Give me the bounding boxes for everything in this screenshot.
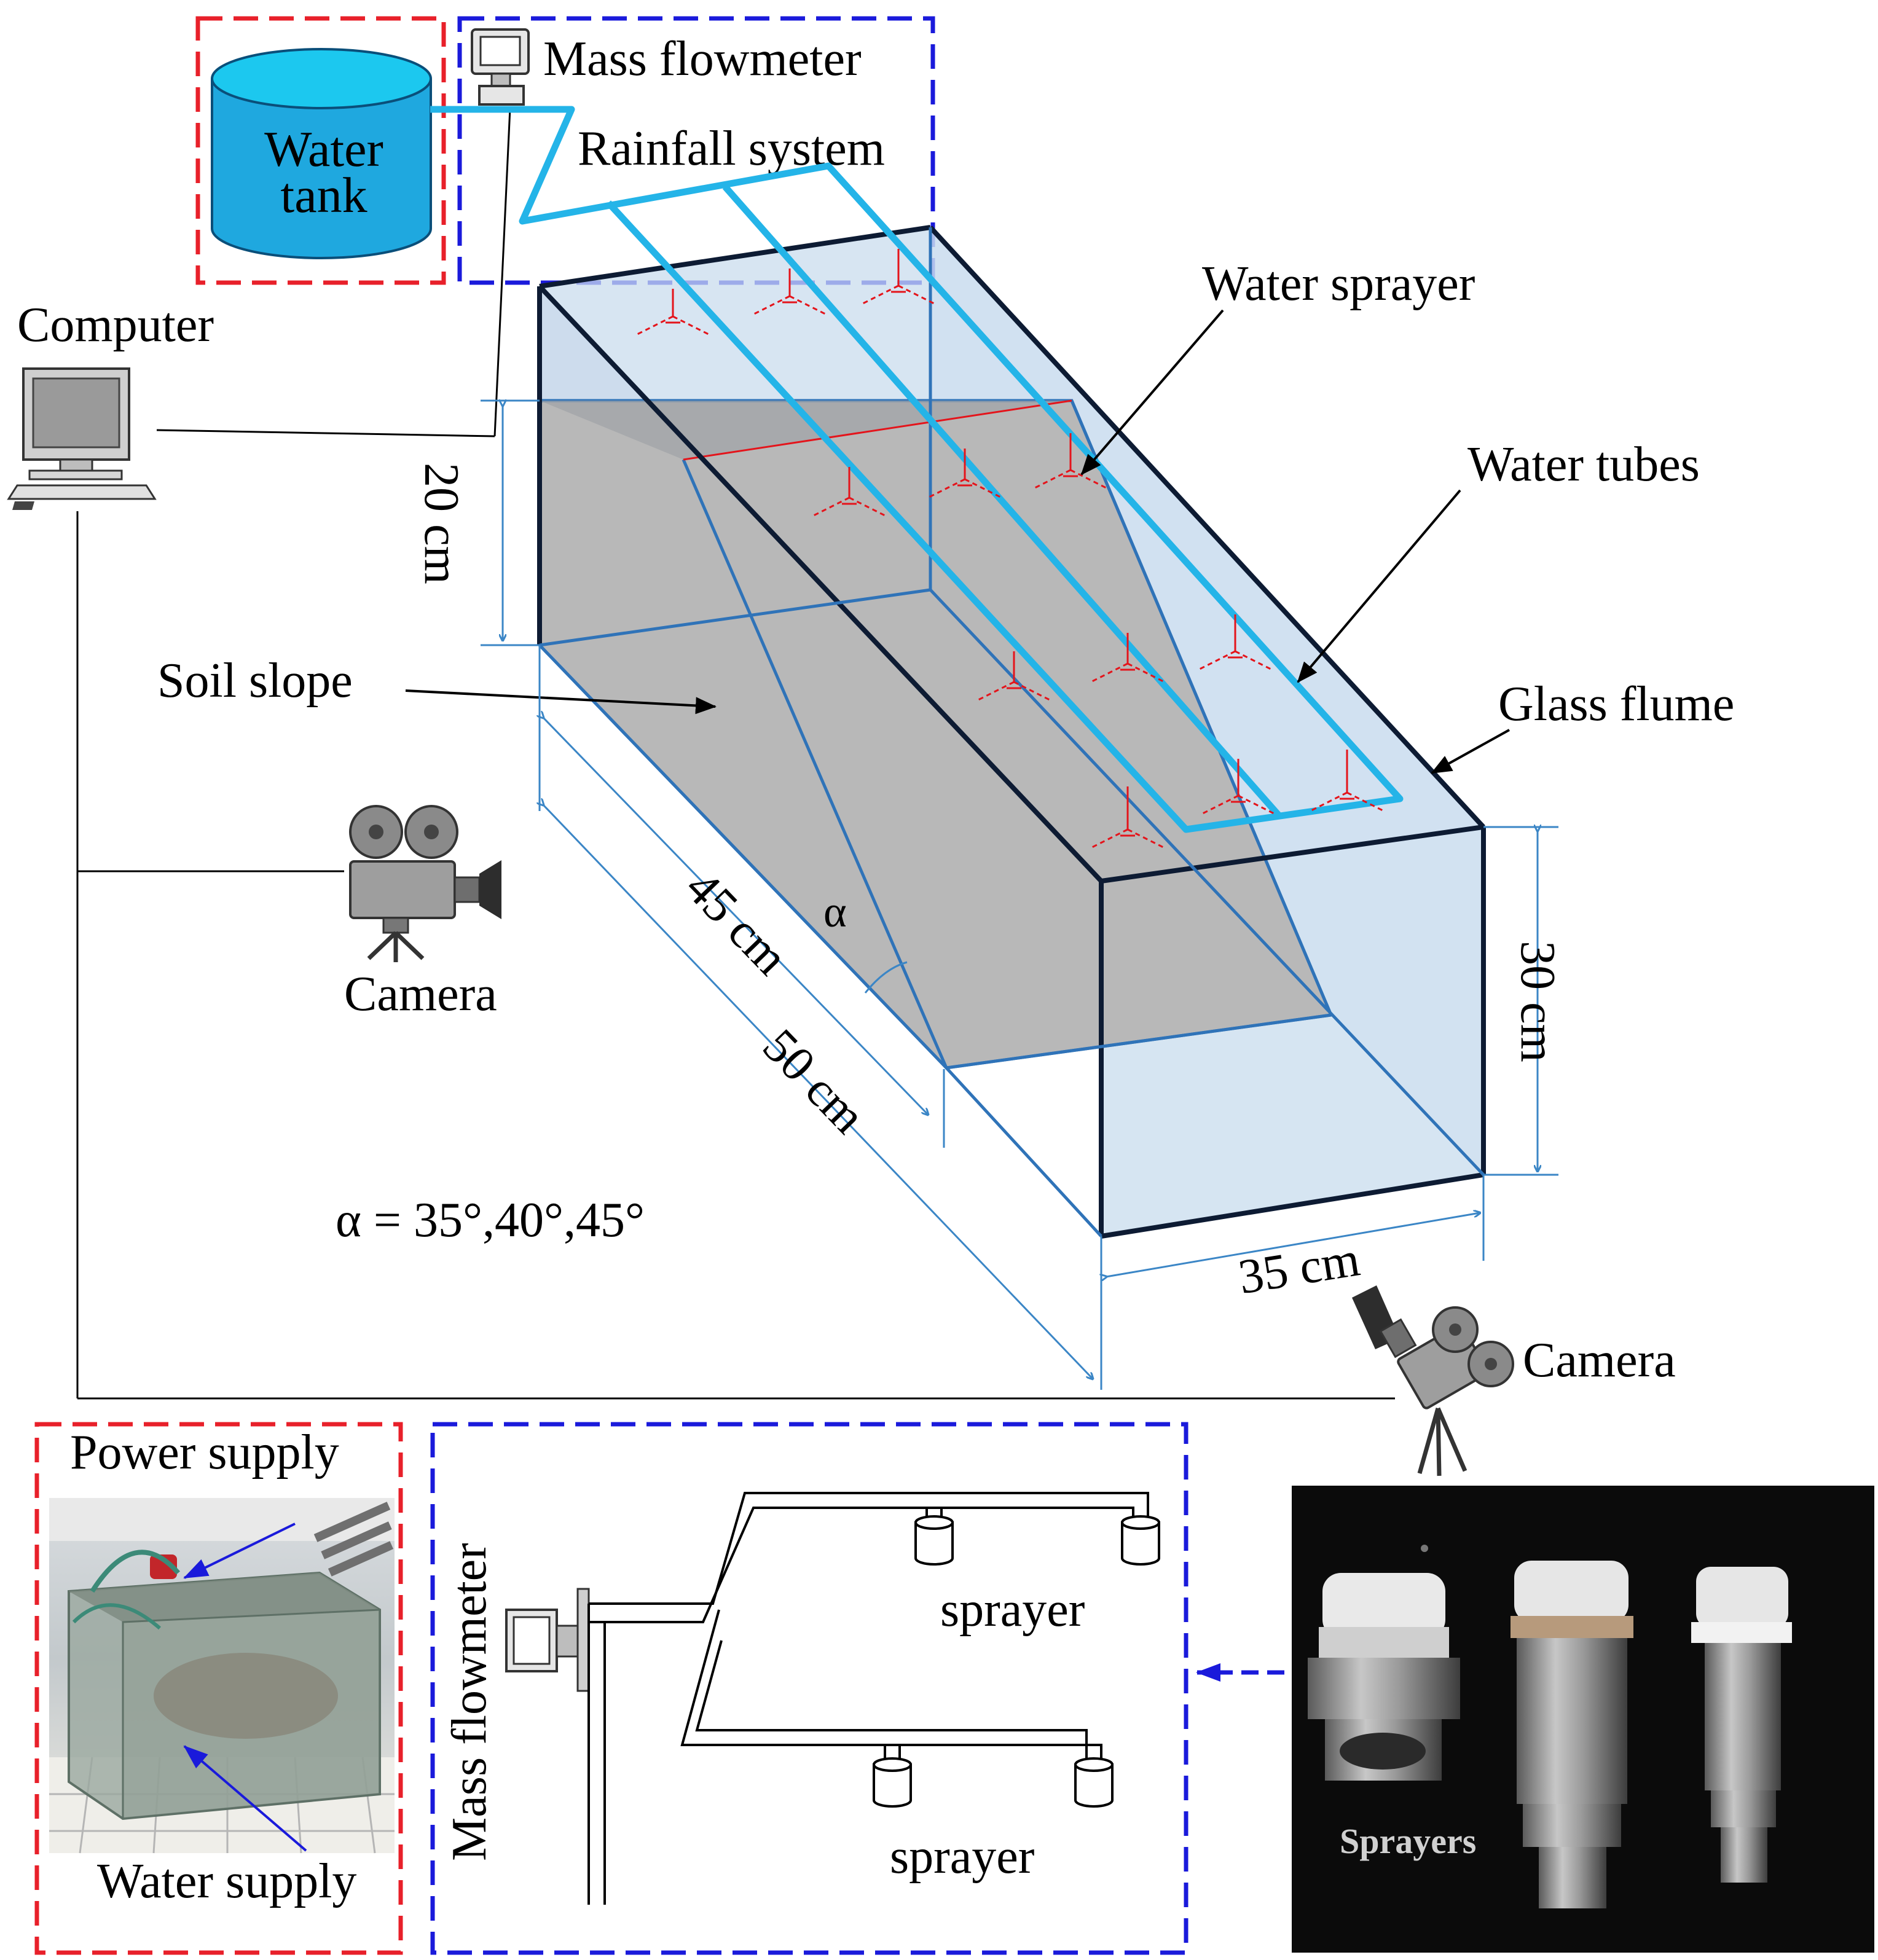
sprayer-photo-item-1 — [1308, 1573, 1460, 1781]
nozzle — [1074, 1763, 1114, 1808]
sprayer-marker — [635, 289, 710, 336]
schematic-pipes — [587, 1492, 1149, 1905]
dim-20cm-label: 20 cm — [414, 463, 468, 584]
soil-slope-label: Soil slope — [157, 654, 353, 708]
sprayer-marker — [1090, 633, 1165, 683]
rainfall-system-label: Rainfall system — [578, 122, 885, 176]
sprayer-marker — [861, 249, 936, 305]
sprayer-marker — [1310, 750, 1385, 812]
sprayer-marker — [976, 651, 1051, 702]
signal-wires — [76, 108, 1395, 1400]
computer-icon — [7, 367, 157, 510]
sprayer-marker — [1090, 786, 1165, 849]
camera-right-icon — [1352, 1285, 1514, 1476]
sprayer-label-upper: sprayer — [940, 1583, 1085, 1637]
nozzle — [873, 1763, 912, 1808]
sprayer-photo-item-3 — [1691, 1567, 1792, 1883]
water-tank-dashed-box — [195, 16, 446, 285]
soil-slope-top — [540, 401, 1072, 460]
supply-panel: Power supply — [34, 1422, 403, 1955]
sprayer-marker — [1033, 433, 1108, 490]
sprayer-photo-item-2 — [1511, 1561, 1633, 1908]
computer-label: Computer — [17, 298, 214, 352]
water-tank-icon — [211, 48, 432, 259]
water-tank-photo — [49, 1498, 395, 1854]
mass-flowmeter-label-vertical: Mass flowmeter — [442, 1543, 497, 1861]
water-sprayer-label: Water sprayer — [1202, 257, 1475, 311]
schematic-sprayer-nozzles — [873, 1515, 1160, 1808]
water-tubes-label: Water tubes — [1467, 437, 1700, 492]
camera-left-label: Camera — [344, 967, 497, 1021]
water-sprayers — [635, 249, 1385, 849]
supply-dashed-box — [34, 1422, 403, 1955]
sprayer-marker — [1198, 614, 1273, 671]
sprayer-schematic-panel: Mass flowmeter — [430, 1422, 1188, 1955]
callouts: Water sprayer Water tubes Glass flume So… — [157, 257, 1734, 774]
camera-left-icon — [349, 805, 501, 962]
sprayer-label-lower: sprayer — [890, 1830, 1034, 1884]
alpha-angle-label: α — [823, 887, 847, 936]
water-supply-label: Water supply — [97, 1854, 356, 1908]
power-supply-label: Power supply — [70, 1425, 339, 1480]
mass-flowmeter-icon-top — [471, 28, 530, 106]
dimensions — [481, 401, 1558, 1390]
sprayer-marker — [1201, 759, 1276, 815]
sprayers-photo: Sprayers — [1292, 1486, 1874, 1953]
camera-right-label: Camera — [1523, 1333, 1676, 1387]
mass-flowmeter-icon-bottom — [505, 1588, 590, 1692]
glass-flume-label: Glass flume — [1498, 677, 1734, 731]
sprayer-marker — [927, 449, 1002, 499]
mass-flowmeter-label-top: Mass flowmeter — [543, 32, 862, 86]
flume-edges — [537, 225, 1486, 1239]
dim-30cm-label: 30 cm — [1511, 941, 1565, 1062]
water-tank-label-line2: tank — [280, 167, 367, 223]
water-tank-label-line1: Water — [264, 121, 383, 177]
sprayers-photo-label: Sprayers — [1340, 1821, 1476, 1861]
glass-flume — [537, 225, 1486, 1239]
water-tank-group: Water tank — [195, 16, 446, 285]
sprayer-marker — [752, 269, 827, 316]
water-tubes — [430, 106, 1404, 833]
alpha-values-label: α = 35°,40°,45° — [336, 1193, 645, 1247]
nozzle — [1121, 1521, 1160, 1566]
sprayer-marker — [812, 467, 887, 517]
nozzle — [914, 1521, 954, 1566]
schematic-dashed-box — [430, 1422, 1188, 1955]
dim-35cm-label: 35 cm — [1235, 1232, 1363, 1304]
computer-group: Computer — [7, 298, 214, 510]
dim-50cm-label: 50 cm — [752, 1019, 876, 1143]
